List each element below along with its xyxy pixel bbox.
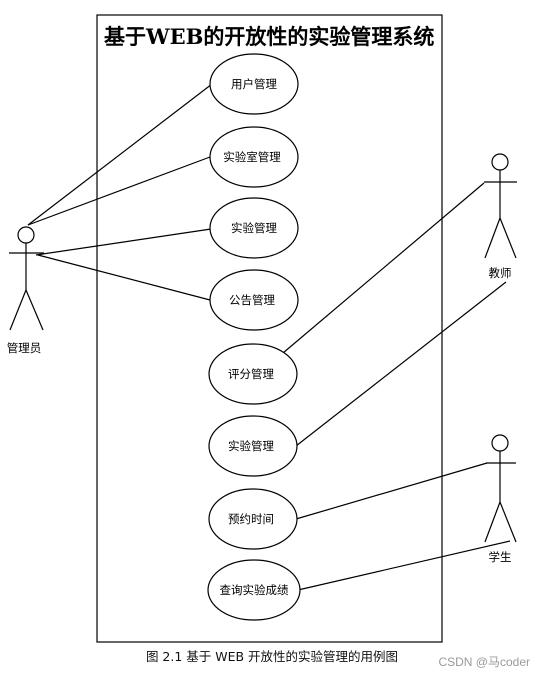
use-case-label: 实验管理 [228,439,274,453]
use-case-label: 查询实验成绩 [220,583,289,597]
actor-right-leg [499,217,517,259]
use-case-label: 实验室管理 [223,150,281,164]
use-case-ellipse [209,53,299,115]
use-case-ellipse [209,197,299,259]
association-admin-notice-mgmt [37,254,211,301]
use-case-experiment-mgmt-teacher: 实验管理 [208,415,298,477]
actor-left-leg [484,501,501,543]
actor-left-leg [484,217,501,259]
actor-student-label: 学生 [489,550,512,564]
use-case-ellipse [208,343,298,405]
use-case-ellipse [208,415,298,477]
use-case-ellipse [207,559,301,621]
figure-caption: 图 2.1 基于 WEB 开放性的实验管理的用例图 [145,649,399,664]
association-teacher-experiment-mgmt [295,281,507,447]
associations [27,83,511,591]
actor-left-leg [9,289,27,331]
actor-head [17,226,35,244]
use-case-label: 实验管理 [231,221,277,235]
association-admin-experiment-mgmt [35,228,212,256]
actor-student: 学生 [484,434,517,564]
actor-right-leg [25,289,44,331]
use-case-ellipse [209,126,299,188]
use-case-user-mgmt: 用户管理 [209,53,299,115]
use-case-grading-mgmt: 评分管理 [208,343,298,405]
actor-admin: 管理员 [7,226,44,355]
actor-teacher-label: 教师 [489,266,512,280]
association-student-booking-time [295,462,488,520]
actor-head [491,153,509,171]
use-case-booking-time: 预约时间 [208,488,298,550]
use-case-label: 预约时间 [228,512,274,526]
use-case-query-scores: 查询实验成绩 [207,559,301,621]
system-title: 基于WEB的开放性的实验管理系统 [104,24,434,49]
use-case-label: 用户管理 [231,77,277,91]
use-case-ellipse [208,488,298,550]
use-case-experiment-mgmt-admin: 实验管理 [209,197,299,259]
actor-head [491,434,509,452]
use-case-label: 公告管理 [229,293,275,307]
actor-admin-label: 管理员 [7,341,42,355]
association-student-query-scores [297,540,511,591]
association-admin-lab-room-mgmt [27,156,211,226]
use-case-lab-room-mgmt: 实验室管理 [209,126,299,188]
system-boundary [96,14,443,643]
use-case-ellipse [209,269,299,331]
association-admin-user-mgmt [27,83,213,226]
actor-teacher: 教师 [484,153,517,280]
actor-right-leg [499,501,517,543]
association-teacher-grading-mgmt [282,182,485,354]
use-case-notice-mgmt: 公告管理 [209,269,299,331]
use-case-label: 评分管理 [228,367,274,381]
csdn-watermark: CSDN @马coder [438,655,530,669]
